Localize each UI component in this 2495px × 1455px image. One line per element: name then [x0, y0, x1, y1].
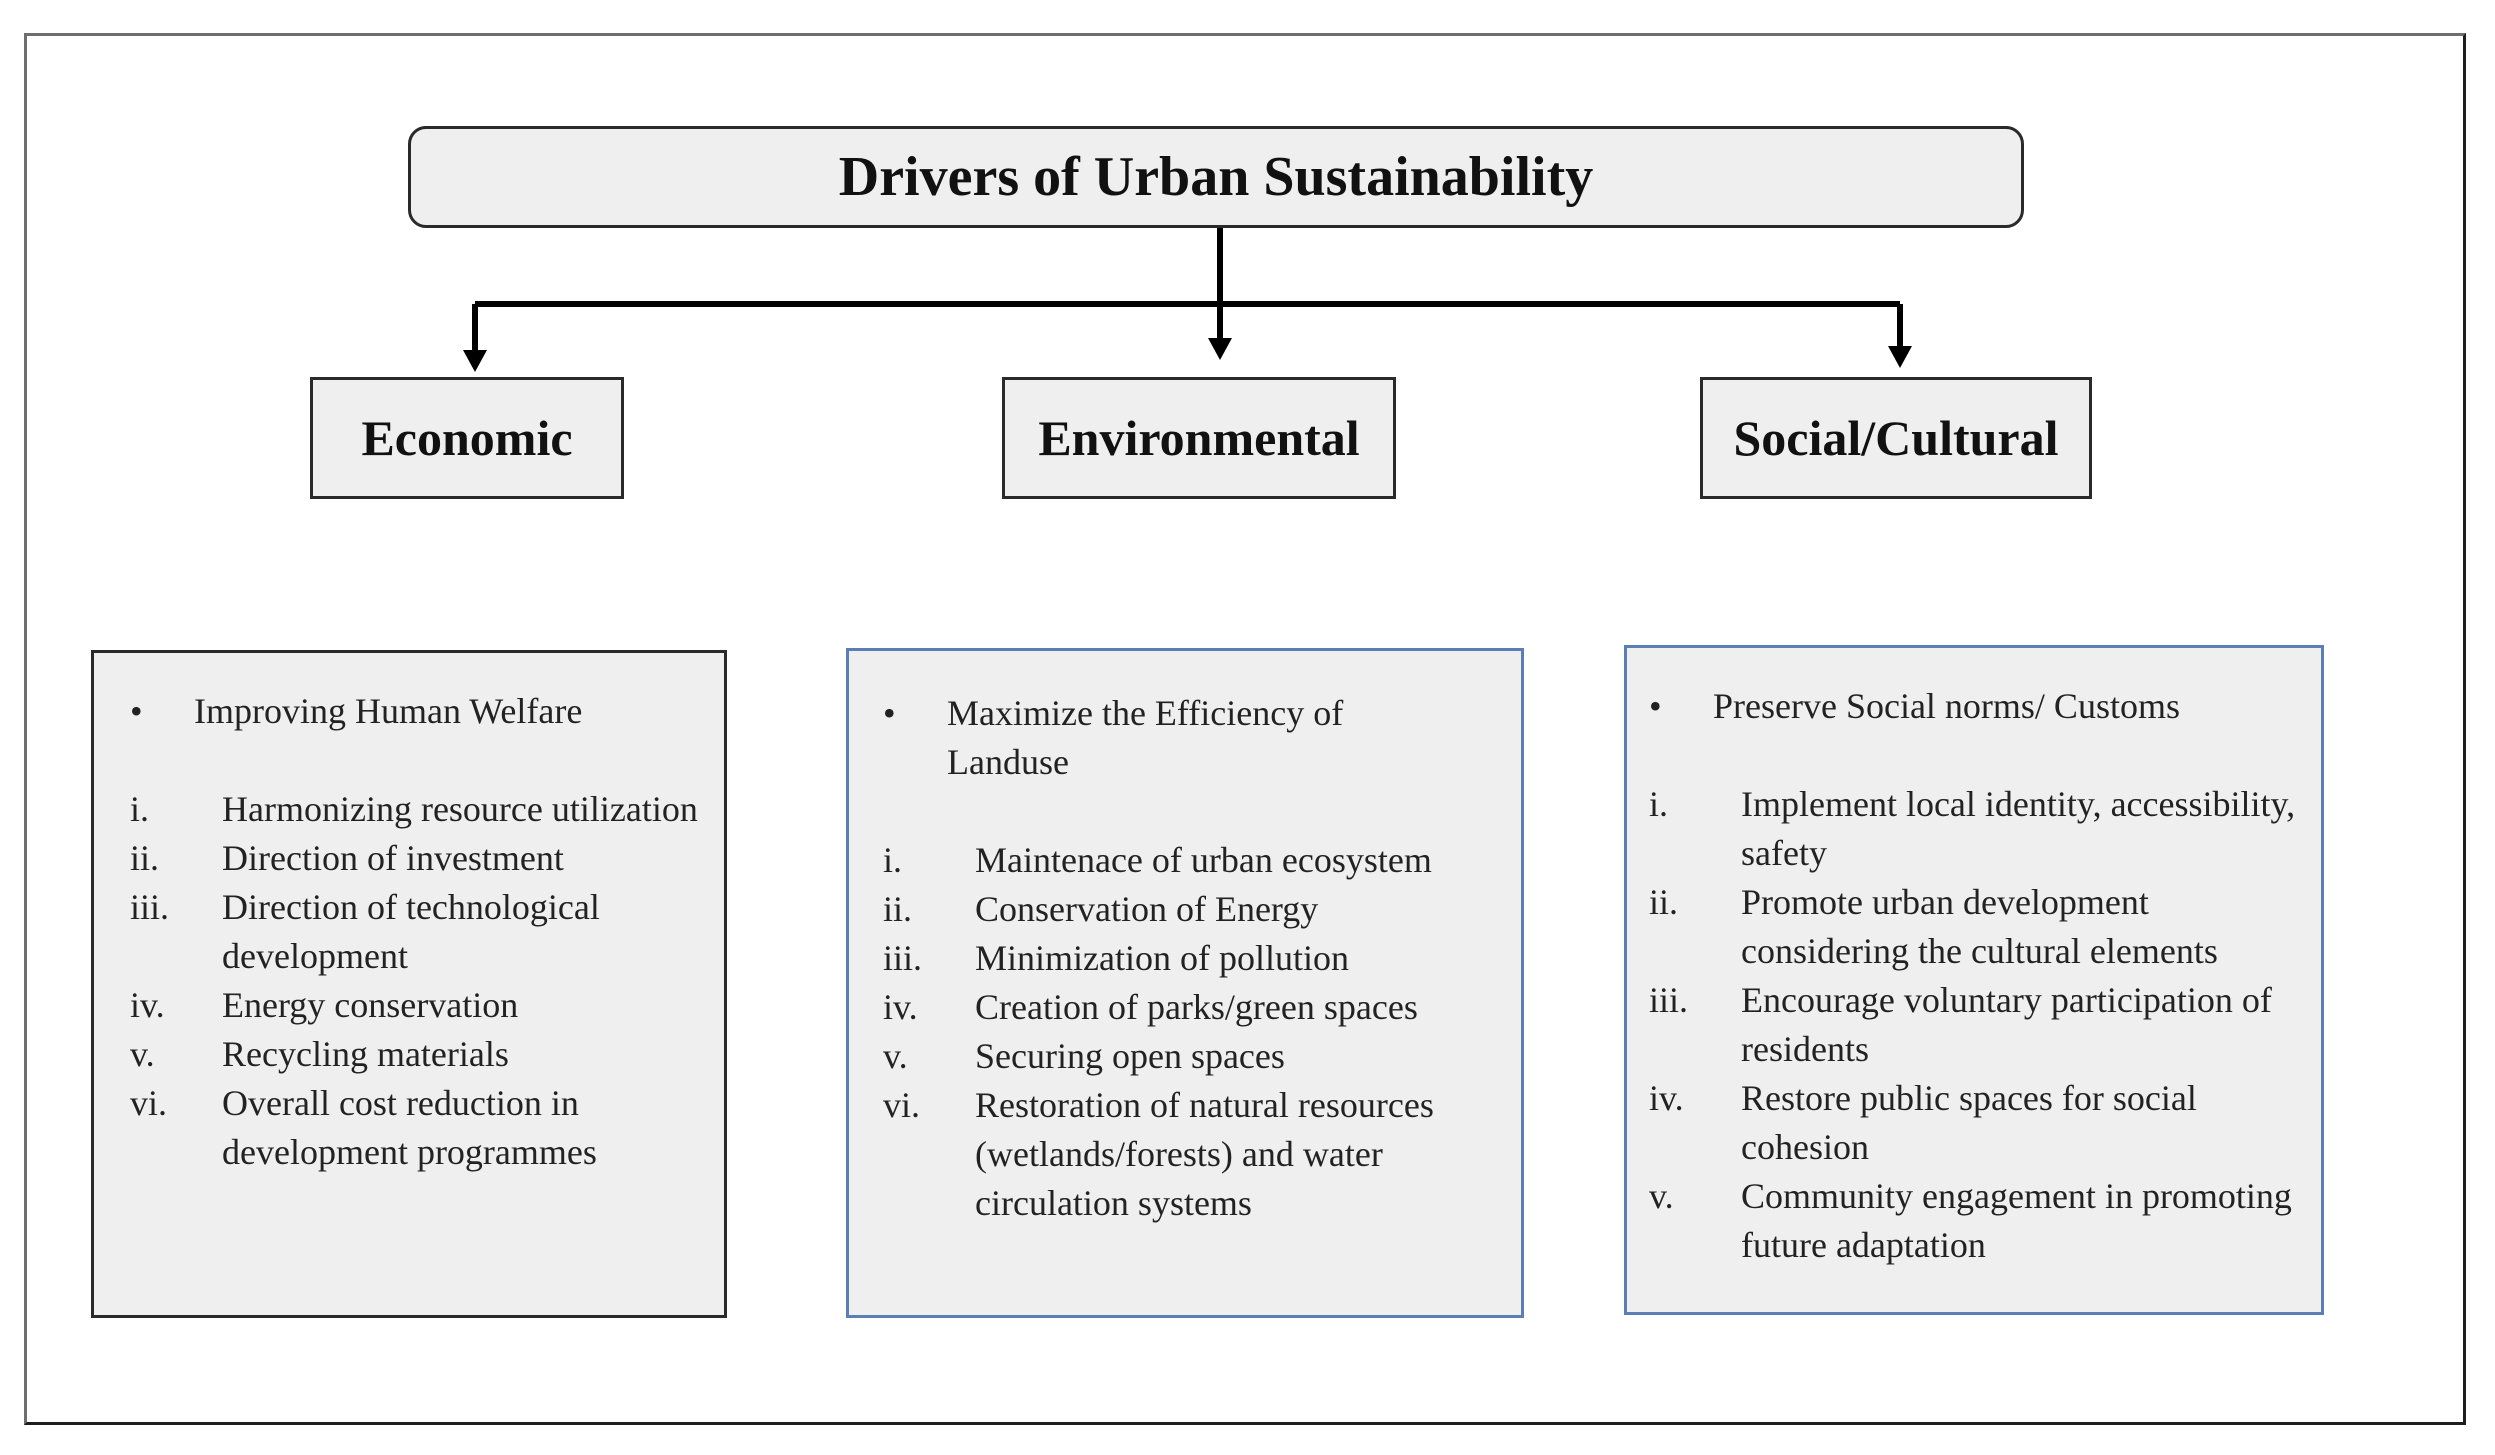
- title-box: Drivers of Urban Sustainability: [408, 126, 2024, 228]
- headline-text: Maximize the Efficiency of Landuse: [947, 693, 1344, 782]
- item-number: i.: [1649, 784, 1669, 824]
- item-text: Securing open spaces: [975, 1036, 1285, 1076]
- list-item: vi. Overall cost reduction in developmen…: [130, 1079, 724, 1177]
- category-label: Social/Cultural: [1733, 410, 2059, 466]
- item-number: iii.: [883, 938, 923, 978]
- item-text: Promote urban development considering th…: [1741, 882, 2218, 971]
- category-label: Economic: [361, 410, 573, 466]
- item-number: iii.: [130, 887, 170, 927]
- item-text: Implement local identity, accessibility,…: [1741, 784, 2296, 873]
- category-economic: Economic: [310, 377, 624, 499]
- item-number: v.: [130, 1034, 155, 1074]
- category-environmental: Environmental: [1002, 377, 1396, 499]
- item-number: v.: [883, 1036, 908, 1076]
- list-item: i. Harmonizing resource utilization: [130, 785, 724, 834]
- list-item: v. Recycling materials: [130, 1030, 724, 1079]
- item-number: vi.: [883, 1085, 921, 1125]
- item-number: v.: [1649, 1176, 1674, 1216]
- headline-row: • Maximize the Efficiency of Landuse: [883, 689, 1521, 787]
- item-number: i.: [130, 789, 150, 829]
- details-environmental: • Maximize the Efficiency of Landuse i. …: [846, 648, 1524, 1318]
- details-economic: • Improving Human Welfare i. Harmonizing…: [91, 650, 727, 1318]
- item-text: Harmonizing resource utilization: [222, 789, 698, 829]
- headline-row: • Preserve Social norms/ Customs: [1649, 682, 2321, 731]
- item-text: Creation of parks/green spaces: [975, 987, 1418, 1027]
- item-number: iii.: [1649, 980, 1689, 1020]
- list-item: ii. Promote urban development considerin…: [1649, 878, 2321, 976]
- item-text: Encourage voluntary participation of res…: [1741, 980, 2272, 1069]
- item-text: Direction of investment: [222, 838, 564, 878]
- headline-text: Improving Human Welfare: [194, 691, 583, 731]
- headline-text: Preserve Social norms/ Customs: [1713, 686, 2180, 726]
- list-item: iv. Creation of parks/green spaces: [883, 983, 1521, 1032]
- list-item: ii. Conservation of Energy: [883, 885, 1521, 934]
- item-number: iv.: [883, 987, 918, 1027]
- item-text: Energy conservation: [222, 985, 519, 1025]
- item-number: iv.: [1649, 1078, 1684, 1118]
- list-item: i. Implement local identity, accessibili…: [1649, 780, 2321, 878]
- item-number: vi.: [130, 1083, 168, 1123]
- item-text: Overall cost reduction in development pr…: [222, 1083, 597, 1172]
- bullet-icon: •: [1649, 686, 1662, 726]
- item-text: Direction of technological development: [222, 887, 600, 976]
- item-text: Community engagement in promoting future…: [1741, 1176, 2292, 1265]
- item-text: Recycling materials: [222, 1034, 509, 1074]
- list-item: v. Community engagement in promoting fut…: [1649, 1172, 2321, 1270]
- arrow-environmental: [1208, 338, 1232, 360]
- item-number: ii.: [130, 838, 160, 878]
- headline-row: • Improving Human Welfare: [130, 687, 724, 736]
- item-number: ii.: [1649, 882, 1679, 922]
- item-text: Maintenace of urban ecosystem: [975, 840, 1432, 880]
- figure-frame: [24, 33, 2466, 1425]
- list-item: iv. Restore public spaces for social coh…: [1649, 1074, 2321, 1172]
- details-social-cultural: • Preserve Social norms/ Customs i. Impl…: [1624, 645, 2324, 1315]
- list-item: iii. Minimization of pollution: [883, 934, 1521, 983]
- item-text: Conservation of Energy: [975, 889, 1319, 929]
- list-item: i. Maintenace of urban ecosystem: [883, 836, 1521, 885]
- list-item: iii. Encourage voluntary participation o…: [1649, 976, 2321, 1074]
- arrow-economic: [463, 350, 487, 372]
- list-item: v. Securing open spaces: [883, 1032, 1521, 1081]
- item-number: i.: [883, 840, 903, 880]
- category-social-cultural: Social/Cultural: [1700, 377, 2092, 499]
- item-number: ii.: [883, 889, 913, 929]
- list-item: ii. Direction of investment: [130, 834, 724, 883]
- bullet-icon: •: [130, 691, 143, 731]
- diagram-title: Drivers of Urban Sustainability: [838, 146, 1594, 208]
- list-item: vi. Restoration of natural resources (we…: [883, 1081, 1521, 1228]
- category-label: Environmental: [1038, 410, 1360, 466]
- bullet-icon: •: [883, 693, 896, 733]
- item-number: iv.: [130, 985, 165, 1025]
- item-text: Restore public spaces for social cohesio…: [1741, 1078, 2197, 1167]
- item-text: Restoration of natural resources (wetlan…: [975, 1085, 1434, 1223]
- item-text: Minimization of pollution: [975, 938, 1349, 978]
- list-item: iv. Energy conservation: [130, 981, 724, 1030]
- list-item: iii. Direction of technological developm…: [130, 883, 724, 981]
- arrow-social: [1888, 346, 1912, 368]
